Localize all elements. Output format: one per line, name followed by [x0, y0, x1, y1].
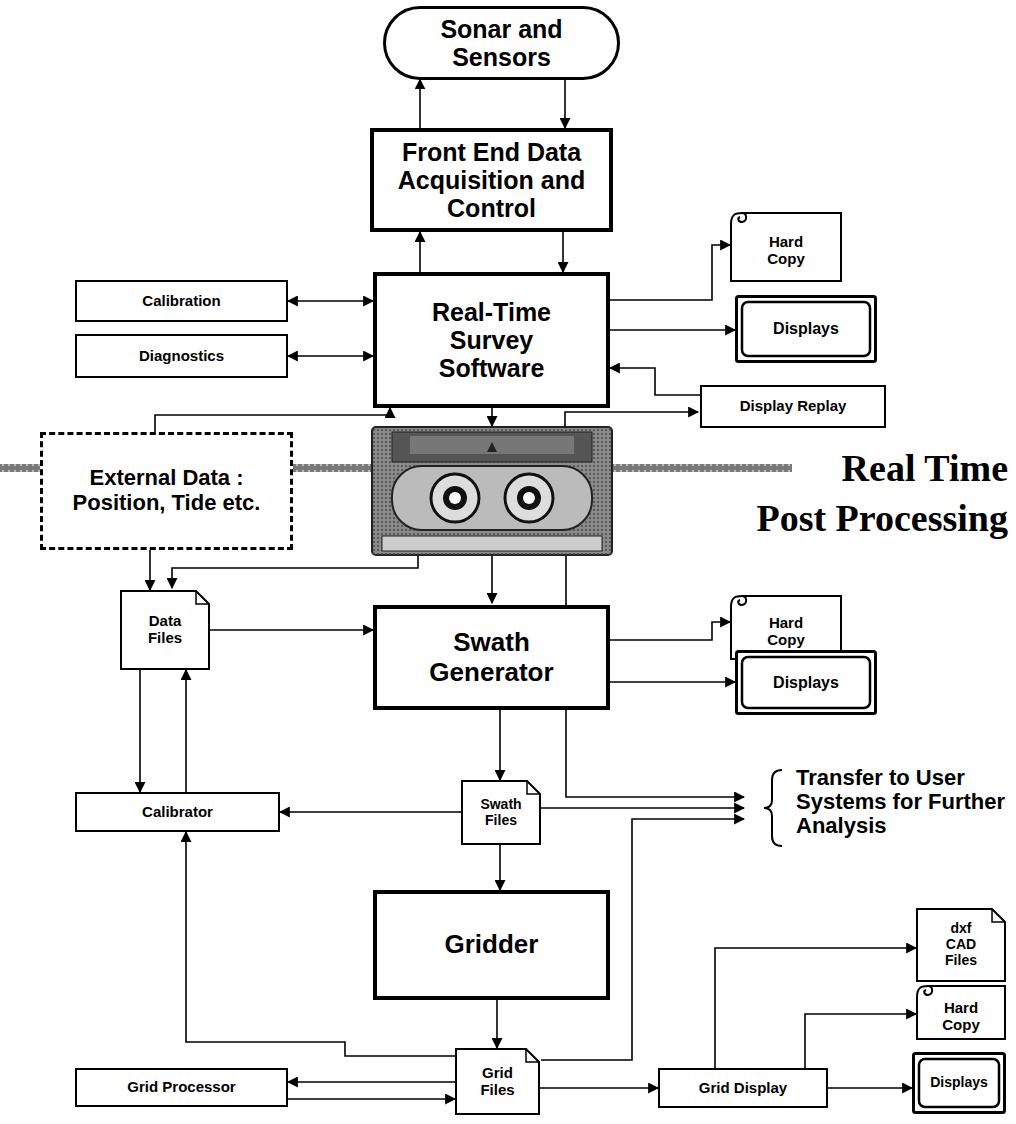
external-input-box: External Data : Position, Tide etc. — [40, 432, 293, 550]
node-text: Displays — [773, 674, 839, 692]
node-text: Displays — [930, 1075, 988, 1091]
node-text: Hard Copy — [931, 1000, 991, 1034]
process-box: Gridder — [373, 890, 610, 1000]
flow-arrow — [288, 1098, 455, 1100]
flow-arrow — [805, 1014, 916, 1068]
flow-arrow — [610, 368, 700, 395]
node-text: Swath Files — [471, 797, 531, 828]
node-text: Calibration — [142, 293, 220, 310]
node-text: Diagnostics — [139, 348, 224, 365]
node-text: Gridder — [445, 930, 539, 959]
flow-arrow — [540, 1087, 658, 1089]
tape-wire — [172, 556, 418, 588]
flow-arrow — [562, 232, 564, 272]
node-text: Data Files — [135, 613, 195, 647]
display-output: Displays — [735, 650, 877, 715]
flow-arrow — [185, 670, 187, 792]
flow-arrow — [419, 80, 421, 129]
flow-arrow — [155, 408, 390, 432]
node-text: Grid Display — [699, 1080, 787, 1097]
tape-wire — [491, 556, 493, 603]
node-text: dxf CAD Files — [939, 921, 983, 968]
section-label: Post Processing — [680, 498, 1008, 540]
flow-arrow — [139, 670, 141, 792]
module-box: Display Replay — [700, 385, 886, 428]
tape-wire — [491, 408, 493, 426]
node-text: Sonar and Sensors — [417, 15, 587, 71]
transfer-wire — [541, 807, 744, 809]
module-box: Calibration — [75, 280, 288, 322]
section-label: Real Time — [700, 448, 1008, 490]
node-text: Real-Time Survey Software — [417, 298, 567, 382]
node-text: Front End Data Acquisition and Control — [384, 138, 599, 222]
module-box: Grid Display — [658, 1068, 828, 1108]
flow-arrow — [149, 550, 151, 590]
flow-arrow — [610, 622, 730, 640]
flow-arrow — [499, 710, 501, 780]
sensor-terminal: Sonar and Sensors — [383, 6, 620, 80]
display-output: Displays — [735, 295, 877, 363]
flow-arrow — [610, 245, 730, 300]
flow-arrow — [210, 629, 373, 631]
flow-arrow — [610, 329, 735, 331]
section-divider — [612, 464, 792, 472]
flow-arrow — [288, 1081, 455, 1083]
node-text: External Data : Position, Tide etc. — [67, 466, 267, 515]
flow-arrow — [280, 811, 461, 813]
flow-arrow — [564, 80, 566, 129]
file-document: Data Files — [120, 590, 210, 670]
flow-arrow — [610, 681, 735, 683]
flow-arrow — [828, 1087, 912, 1089]
hard-copy-output: Hard Copy — [730, 212, 842, 282]
node-text: Hard Copy — [756, 615, 816, 649]
node-text: Grid Files — [468, 1065, 528, 1099]
flow-arrow — [715, 948, 916, 1068]
note-text: Transfer to User Systems for Further Ana… — [796, 766, 1010, 839]
node-text: Display Replay — [740, 398, 847, 415]
node-text: Hard Copy — [756, 234, 816, 268]
display-output: Displays — [912, 1052, 1006, 1114]
file-document: Grid Files — [455, 1048, 540, 1115]
process-box: Front End Data Acquisition and Control — [370, 128, 613, 232]
node-text: Displays — [773, 320, 839, 338]
node-text: Swath Generator — [402, 628, 582, 686]
node-text: Calibrator — [142, 804, 213, 821]
tape-wire — [565, 412, 698, 427]
node-text: Grid Processor — [127, 1079, 235, 1096]
module-box: Diagnostics — [75, 334, 288, 378]
flow-arrow — [496, 1000, 498, 1048]
process-box: Swath Generator — [373, 605, 610, 710]
file-document: Swath Files — [461, 780, 541, 845]
flow-arrow — [499, 845, 501, 890]
brace — [764, 770, 782, 846]
hard-copy-output: Hard Copy — [916, 985, 1006, 1040]
flow-arrow — [419, 232, 421, 272]
module-box: Grid Processor — [75, 1068, 288, 1107]
tape-cassette — [372, 427, 612, 555]
flow-arrow — [288, 355, 373, 357]
module-box: Calibrator — [75, 792, 280, 832]
process-box: Real-Time Survey Software — [373, 272, 610, 408]
file-document: dxf CAD Files — [916, 908, 1006, 982]
flow-arrow — [288, 300, 373, 302]
